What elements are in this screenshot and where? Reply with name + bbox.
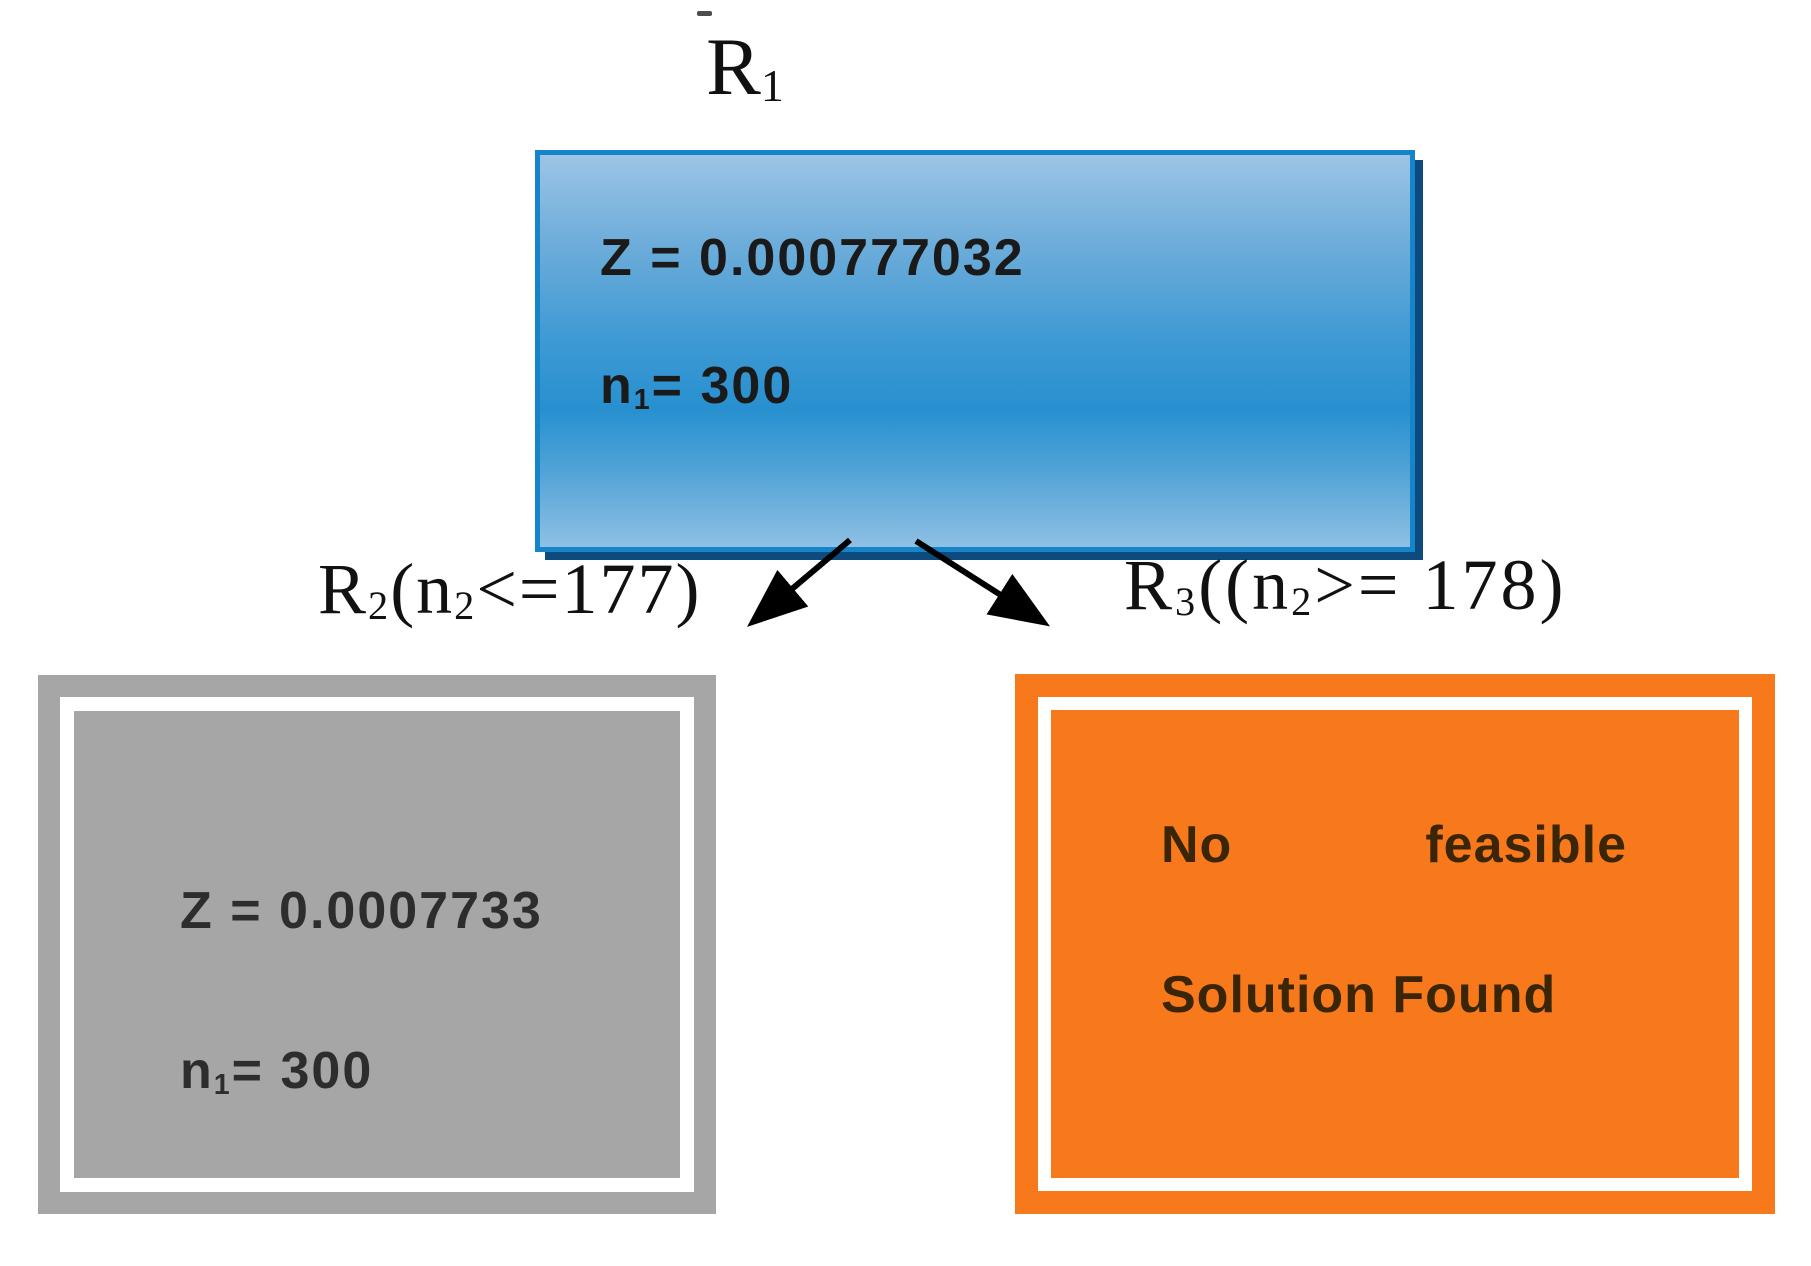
label-r3-arg-subscript: 2 bbox=[1291, 579, 1315, 625]
label-r2-rest: <=177) bbox=[476, 549, 702, 629]
node-r3-status-word1: No bbox=[1161, 816, 1233, 874]
node-r1-objective-value: Z = 0.000777032 bbox=[600, 229, 1025, 287]
label-r3-base: R bbox=[1124, 545, 1176, 625]
label-r2-open: (n bbox=[390, 549, 455, 629]
node-r1-content: Z = 0.000777032 n1= 300 bbox=[540, 155, 1410, 417]
node-r2-n-subscript: 1 bbox=[213, 1069, 232, 1102]
node-r3-status-line2: Solution Found bbox=[1161, 966, 1557, 1024]
node-r1-n-symbol: n bbox=[600, 357, 634, 415]
label-r3-open: ((n bbox=[1198, 545, 1292, 625]
node-r3-inner-frame: No feasible Solution Found bbox=[1038, 697, 1752, 1191]
node-r2-left: Z = 0.0007733 n1= 300 bbox=[38, 675, 716, 1214]
label-r1-base: R bbox=[706, 21, 761, 112]
label-r3-subscript: 3 bbox=[1175, 579, 1199, 625]
node-r2-n-symbol: n bbox=[180, 1042, 214, 1100]
label-r3-rest: >= 178) bbox=[1314, 545, 1567, 625]
label-r2-subscript: 2 bbox=[368, 583, 391, 629]
node-r1-n-value: n1= 300 bbox=[600, 357, 1410, 417]
label-r3-condition: R3((n2>= 178) bbox=[1124, 545, 1567, 625]
node-r3-status-word2: feasible bbox=[1425, 816, 1627, 874]
node-r2-content: Z = 0.0007733 n1= 300 bbox=[74, 711, 680, 1102]
node-r2-inner-frame: Z = 0.0007733 n1= 300 bbox=[60, 697, 694, 1192]
node-r3-right: No feasible Solution Found bbox=[1015, 674, 1775, 1214]
label-r2-base: R bbox=[318, 549, 369, 629]
node-r1-root: Z = 0.000777032 n1= 300 bbox=[535, 150, 1415, 552]
node-r2-n-value: n1= 300 bbox=[180, 1042, 680, 1102]
node-r2-objective-value: Z = 0.0007733 bbox=[180, 882, 543, 940]
node-r2-n-rest: = 300 bbox=[231, 1042, 374, 1100]
node-r1-n-subscript: 1 bbox=[633, 384, 652, 417]
stray-tick-mark bbox=[697, 11, 712, 16]
node-r3-status-line1: No feasible bbox=[1161, 815, 1627, 875]
label-r1-subscript: 1 bbox=[760, 60, 784, 112]
label-r2-condition: R2(n2<=177) bbox=[318, 549, 702, 629]
node-r3-content: No feasible Solution Found bbox=[1051, 710, 1739, 1025]
label-r2-arg-subscript: 2 bbox=[454, 583, 477, 629]
label-r1: R1 bbox=[645, 21, 845, 112]
node-r1-n-rest: = 300 bbox=[651, 357, 794, 415]
